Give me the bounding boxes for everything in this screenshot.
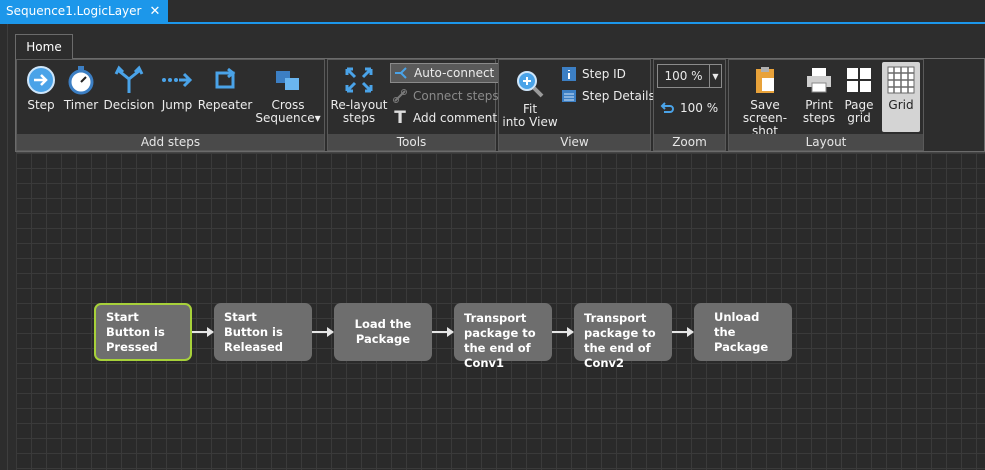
print-label-2: steps [802,111,836,125]
connector-arrow[interactable] [312,327,334,337]
repeat-icon [208,64,242,96]
step-node-label: Unload the Package [714,309,769,354]
step-node[interactable]: Unload the Package [694,303,792,361]
step-details-label: Step Details [582,89,655,103]
page-grid-icon [842,64,876,96]
print-steps-button[interactable]: Print steps [801,64,837,125]
reset-zoom-label: 100 % [680,101,719,115]
step-details-toggle[interactable]: Step Details [561,86,655,106]
page-label-1: Page [844,98,874,112]
connector-arrow[interactable] [192,327,214,337]
jump-label: Jump [161,98,193,112]
group-title-layout: Layout [729,134,923,150]
cross-label-1: Cross [271,98,305,112]
step-node-label: Load the Package [354,317,412,346]
group-layout: Save screen-shot Print steps Page grid [728,59,924,151]
add-comment-label: Add comment [413,111,498,125]
step-node[interactable]: Transport package to the end of Conv2 [574,303,672,370]
cross-sequence-icon [271,64,305,96]
cross-label-2: Sequence▾ [255,111,321,125]
grid-label: Grid [888,98,914,112]
step-node-label: Start Button is Pressed [106,309,165,354]
step-id-toggle[interactable]: Step ID [561,64,626,84]
page-label-2: grid [847,111,871,125]
sequence-canvas[interactable]: Start Button is Pressed Start Button is … [16,152,985,470]
document-tab-sequence1[interactable]: Sequence1.LogicLayer ✕ [0,0,169,22]
save-label-1: Save [750,98,780,112]
step-label: Step [27,98,55,112]
group-title-zoom: Zoom [654,134,725,150]
grid-toggle[interactable]: Grid [882,62,920,132]
jump-button[interactable]: Jump [157,64,197,112]
link-icon [392,88,408,104]
document-tab-strip: Sequence1.LogicLayer ✕ [0,0,985,24]
relayout-label-2: steps [342,111,376,125]
zoom-value: 100 % [664,69,703,83]
relayout-icon [342,64,376,96]
clipboard-icon [748,64,782,96]
repeater-label: Repeater [197,98,253,112]
decision-icon [112,64,146,96]
cross-sequence-button[interactable]: Cross Sequence▾ [255,64,321,125]
step-node-label: Transport package to the end of Conv2 [584,311,656,370]
printer-icon [802,64,836,96]
connector-arrow[interactable] [552,327,574,337]
grid-icon [884,64,918,96]
reset-zoom-button[interactable]: 100 % [659,98,718,118]
group-view: Fit into View Step ID Step Details View [498,59,655,151]
relayout-steps-button[interactable]: Re-layout steps [330,64,388,125]
connector-arrow[interactable] [432,327,454,337]
print-label-1: Print [805,98,833,112]
group-tools: Re-layout steps Auto-connect Connect ste… [327,59,500,151]
step-node[interactable]: Load the Package [334,303,432,361]
step-button[interactable]: Step [23,64,59,112]
group-title-view: View [499,134,650,150]
step-node[interactable]: Start Button is Released [214,303,312,361]
timer-label: Timer [63,98,99,112]
close-icon[interactable]: ✕ [149,3,161,19]
timer-button[interactable]: Timer [63,64,99,112]
ribbon-tab-home[interactable]: Home [15,34,73,59]
text-icon: T [394,108,406,128]
details-icon [561,88,577,104]
step-node[interactable]: Start Button is Pressed [94,303,192,361]
decision-label: Decision [103,98,155,112]
zoom-fit-icon [513,68,547,100]
info-icon [561,66,577,82]
chevron-down-icon[interactable]: ▼ [709,65,721,87]
stopwatch-icon [64,64,98,96]
connect-steps-label: Connect steps [413,89,499,103]
decision-button[interactable]: Decision [103,64,155,112]
left-rail [0,24,8,470]
auto-connect-toggle[interactable]: Auto-connect [390,63,500,83]
jump-icon [160,64,194,96]
connector-arrow[interactable] [672,327,694,337]
save-screenshot-button[interactable]: Save screen-shot [731,64,799,138]
step-id-label: Step ID [582,67,626,81]
undo-icon [659,100,675,116]
step-icon [24,64,58,96]
group-zoom: 100 % ▼ 100 % Zoom [653,59,726,151]
group-add-steps: Step Timer Decision [16,59,325,151]
fit-label-1: Fit [522,102,538,116]
fit-label-2: into View [502,115,558,129]
step-node-label: Start Button is Released [224,309,284,354]
auto-connect-icon [393,65,409,81]
group-title-tools: Tools [328,134,495,150]
step-node[interactable]: Transport package to the end of Conv1 [454,303,552,370]
page-grid-button[interactable]: Page grid [841,64,877,125]
ribbon: Home Step Timer [8,26,985,153]
connect-steps-button[interactable]: Connect steps [392,86,499,106]
zoom-select[interactable]: 100 % ▼ [657,64,722,88]
step-node-label: Transport package to the end of Conv1 [464,311,536,370]
repeater-button[interactable]: Repeater [197,64,253,112]
fit-into-view-button[interactable]: Fit into View [501,68,559,129]
document-tab-title: Sequence1.LogicLayer [6,4,142,18]
ribbon-panel: Step Timer Decision [15,58,985,152]
auto-connect-label: Auto-connect [414,66,495,80]
group-title-add-steps: Add steps [17,134,324,150]
relayout-label-1: Re-layout [330,98,388,112]
add-comment-button[interactable]: T Add comment [392,108,497,128]
